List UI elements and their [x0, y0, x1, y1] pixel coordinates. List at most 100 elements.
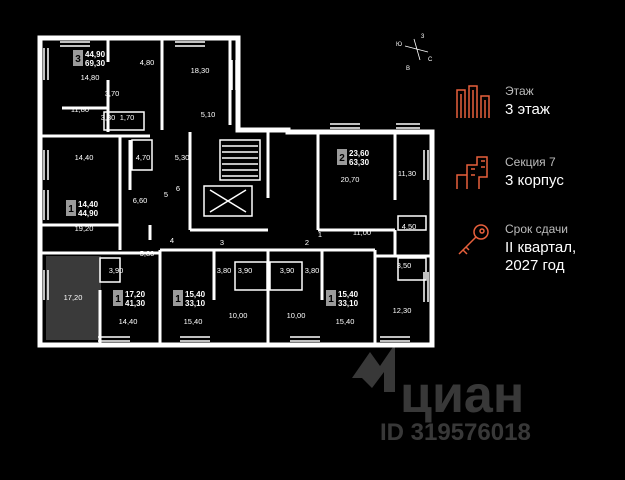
room-area-label: 3,80	[101, 113, 116, 122]
room-area-label: 11,30	[398, 169, 416, 178]
room-area-label: 14,80	[81, 73, 100, 82]
room-area-label: 14,40	[119, 317, 138, 326]
room-area-label: 3,80	[217, 266, 232, 275]
watermark: циан ID 319576018	[352, 344, 531, 446]
floor-label: Этаж	[505, 84, 534, 98]
room-area-label: 5,10	[201, 110, 216, 119]
info-floor: Этаж 3 этаж	[455, 84, 620, 124]
compass-w: Ю	[396, 42, 402, 48]
staircase	[219, 139, 261, 181]
watermark-id: ID 319576018	[380, 419, 531, 446]
room-count: 1	[328, 294, 334, 305]
info-deadline: Срок сдачи II квартал, 2027 год	[455, 222, 620, 282]
elevator	[203, 185, 253, 217]
highlighted-apartment	[46, 256, 101, 340]
compass-n: 3	[421, 34, 425, 40]
bathroom	[269, 261, 303, 291]
room-area-label: 20,70	[341, 175, 360, 184]
room-area-label: 4,70	[136, 153, 151, 162]
section-icon	[456, 156, 488, 189]
room-count: 2	[339, 153, 345, 164]
cian-logo-icon	[352, 344, 395, 392]
room-count-box	[326, 290, 336, 306]
room-area-label: 10,00	[287, 311, 306, 320]
floor-icon	[456, 85, 490, 118]
room-area-label: 10,00	[229, 311, 248, 320]
corridor-number: 6	[176, 184, 180, 193]
room-area-label: 5,30	[175, 153, 190, 162]
room-area-label: 3,70	[105, 89, 120, 98]
section-label: Секция 7	[505, 155, 556, 169]
room-area-label: 5,80	[140, 249, 155, 258]
key-icon	[458, 224, 489, 255]
living-area: 23,60	[349, 149, 370, 158]
room-area-label: 12,30	[393, 306, 412, 315]
deadline-value-line2: 2027 год	[505, 257, 565, 274]
room-area-label: 1,70	[120, 113, 135, 122]
room-count-box	[173, 290, 183, 306]
total-area: 41,30	[125, 299, 146, 308]
room-count-box	[66, 200, 76, 216]
room-area-label: 14,40	[75, 153, 94, 162]
bathroom	[99, 257, 121, 283]
windows	[43, 41, 429, 342]
room-count: 3	[75, 54, 81, 65]
compass-s: С	[428, 57, 433, 63]
room-count: 1	[115, 294, 121, 305]
room-area-label: 3,90	[238, 266, 253, 275]
total-area: 44,90	[78, 209, 99, 218]
room-count-box	[113, 290, 123, 306]
room-area-label: 11,80	[71, 105, 89, 114]
living-area: 15,40	[338, 290, 359, 299]
exterior-wall	[37, 35, 435, 348]
room-area-label: 4,50	[402, 222, 417, 231]
section-value: 3 корпус	[505, 172, 564, 189]
watermark-brand: циан	[400, 366, 524, 424]
bathroom	[397, 215, 427, 231]
bathroom	[397, 257, 427, 281]
room-area-label: 15,40	[184, 317, 203, 326]
corridor-number: 1	[318, 230, 322, 239]
room-count-box	[337, 149, 347, 165]
room-area-label: 4,80	[140, 58, 155, 67]
living-area: 44,90	[85, 50, 106, 59]
corridor-number: 5	[164, 190, 168, 199]
deadline-label: Срок сдачи	[505, 222, 568, 236]
room-area-label: 11,00	[353, 228, 371, 237]
living-area: 14,40	[78, 200, 99, 209]
room-area-label: 6,60	[133, 196, 148, 205]
bathroom	[131, 139, 153, 171]
total-area: 63,30	[349, 158, 370, 167]
info-section: Секция 7 3 корпус	[455, 155, 620, 195]
compass-e: В	[406, 66, 410, 72]
room-count: 1	[68, 204, 74, 215]
total-area: 33,10	[185, 299, 206, 308]
floor-value: 3 этаж	[505, 101, 550, 118]
room-area-label: 15,40	[336, 317, 355, 326]
room-area-label: 18,30	[191, 66, 210, 75]
total-area: 33,10	[338, 299, 359, 308]
room-area-label: 3,90	[280, 266, 295, 275]
room-area-label: 3,80	[305, 266, 320, 275]
living-area: 15,40	[185, 290, 206, 299]
room-area-label: 19,20	[75, 224, 94, 233]
room-count-box	[73, 50, 83, 66]
room-area-label: 3,50	[397, 261, 412, 270]
bathroom	[103, 111, 145, 131]
room-area-label: 3,90	[109, 266, 124, 275]
room-area-label: 17,20	[64, 293, 83, 302]
corridor-number: 2	[305, 238, 309, 247]
living-area: 17,20	[125, 290, 146, 299]
deadline-value: II квартал, 2027 год	[505, 239, 576, 275]
corridor-number: 4	[170, 236, 174, 245]
bathroom	[234, 261, 268, 291]
corridor-number: 3	[220, 238, 224, 247]
room-count: 1	[175, 294, 181, 305]
